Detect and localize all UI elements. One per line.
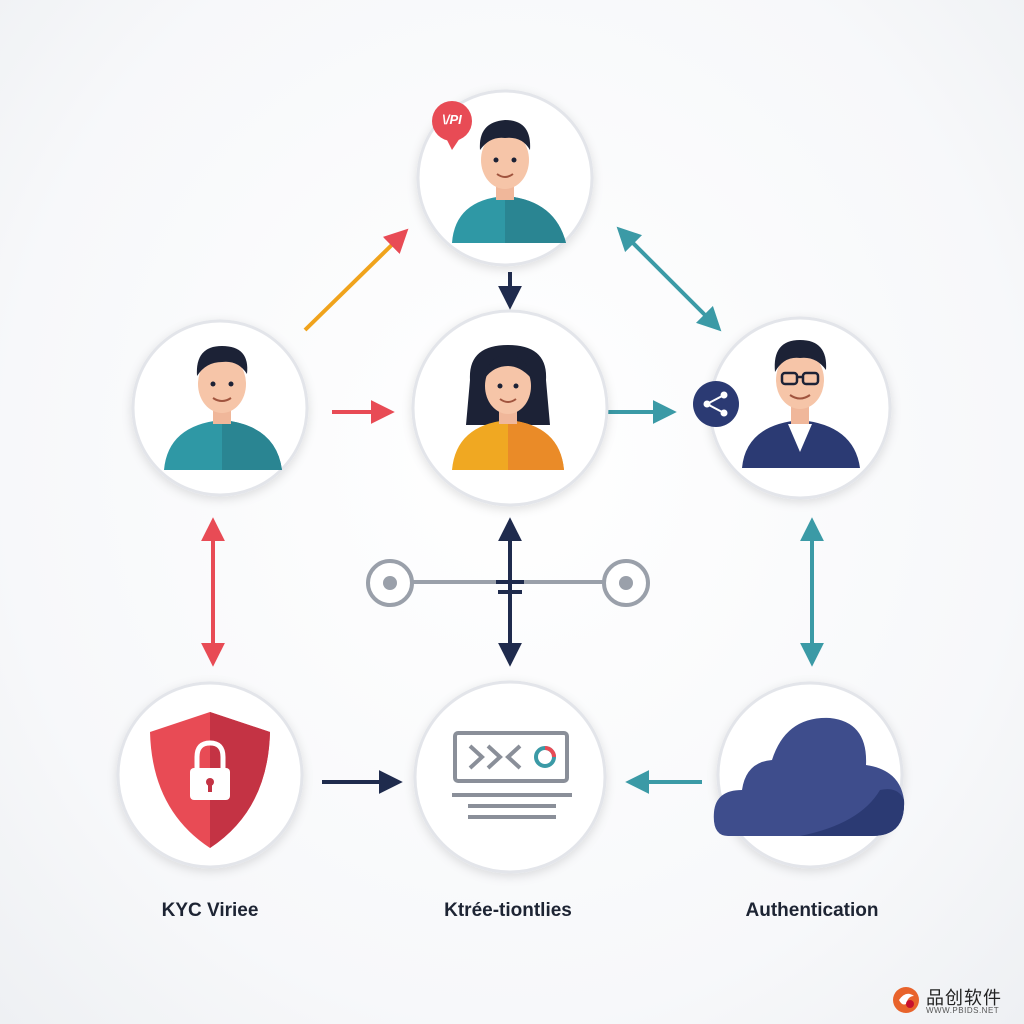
node-identities[interactable] bbox=[413, 680, 607, 874]
node-kyc[interactable] bbox=[116, 681, 304, 869]
speech-bubble-icon bbox=[432, 101, 472, 150]
glasses-icon bbox=[780, 371, 820, 386]
speech-bubble-text: \/PI bbox=[442, 112, 462, 127]
arrow-top-right bbox=[616, 226, 722, 332]
node-authentication[interactable] bbox=[713, 681, 905, 869]
server-terminal-icon bbox=[452, 731, 572, 819]
share-icon[interactable] bbox=[693, 381, 739, 427]
shield-lock-icon bbox=[150, 712, 270, 848]
watermark-logo-icon bbox=[893, 987, 919, 1013]
slider-node-icon bbox=[602, 559, 650, 607]
slider-node-icon bbox=[366, 559, 414, 607]
person-avatar bbox=[452, 345, 564, 470]
authentication-label: Authentication bbox=[745, 900, 879, 921]
identities-label: Ktrée-tiontlies bbox=[444, 900, 572, 921]
arrows bbox=[201, 226, 824, 794]
arrow-left-to-top bbox=[303, 228, 409, 332]
watermark: 品创软件 WWW.PBIDS.NET bbox=[888, 982, 1018, 1018]
cloud-icon bbox=[713, 717, 905, 836]
person-avatar bbox=[742, 340, 860, 468]
kyc-label: KYC Viriee bbox=[161, 900, 259, 921]
watermark-brand: 品创软件 bbox=[926, 988, 1002, 1008]
person-avatar bbox=[164, 346, 282, 470]
node-center-user[interactable] bbox=[411, 309, 609, 507]
watermark-url: WWW.PBIDS.NET bbox=[926, 1006, 1000, 1015]
person-avatar bbox=[452, 120, 566, 243]
node-top-user[interactable] bbox=[416, 89, 594, 267]
node-right-user[interactable] bbox=[693, 316, 892, 500]
slider-connector bbox=[366, 559, 650, 607]
node-left-user[interactable] bbox=[131, 319, 309, 497]
